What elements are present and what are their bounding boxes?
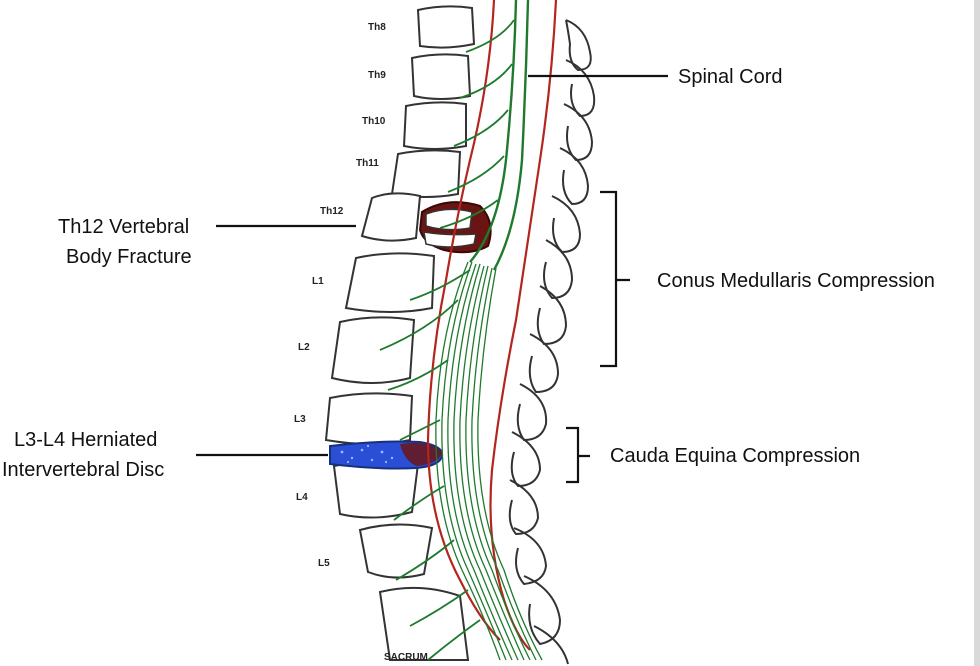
callout-disc-line2: Intervertebral Disc [2, 459, 164, 481]
callout-labels: Spinal Cord Th12 Vertebral Body Fracture… [2, 66, 935, 481]
vertebral-bodies [324, 5, 476, 661]
label-l3: L3 [294, 414, 306, 425]
label-th10: Th10 [362, 116, 386, 127]
right-edge-border [974, 0, 980, 666]
label-th9: Th9 [368, 70, 386, 81]
vertebra-l4 [332, 460, 420, 519]
vertebra-th11 [390, 149, 462, 198]
spinal-cord [469, 0, 530, 271]
cauda-equina [435, 261, 543, 661]
callout-fracture-line2: Body Fracture [66, 246, 192, 268]
callout-spinal-cord: Spinal Cord [678, 66, 783, 88]
label-l1: L1 [312, 276, 324, 287]
callout-cauda: Cauda Equina Compression [610, 445, 860, 467]
callout-lines [196, 74, 668, 484]
label-l2: L2 [298, 342, 310, 353]
vertebra-th8 [416, 5, 476, 49]
callout-fracture-line1: Th12 Vertebral [58, 216, 189, 238]
label-th8: Th8 [368, 22, 386, 33]
nerve-roots [379, 19, 515, 661]
vertebra-th9 [410, 53, 472, 100]
label-l4: L4 [296, 492, 308, 503]
label-th12: Th12 [320, 206, 344, 217]
herniated-disc [329, 440, 444, 470]
callout-conus: Conus Medullaris Compression [657, 270, 935, 292]
vertebra-l1 [344, 252, 436, 313]
vertebra-l5 [358, 523, 434, 579]
bracket-cauda [566, 426, 590, 484]
dura-mater [426, 0, 558, 651]
vertebra-l2 [330, 316, 416, 384]
label-sacrum: SACRUM [384, 652, 428, 663]
vertebra-th12 [360, 192, 422, 242]
bracket-conus [600, 190, 630, 368]
callout-disc-line1: L3-L4 Herniated [14, 429, 157, 451]
vertebra-labels: Th8 Th9 Th10 Th11 Th12 L1 L2 L3 L4 L5 SA… [294, 22, 428, 663]
vertebra-l3 [324, 392, 414, 445]
vertebra-th10 [402, 101, 467, 150]
label-th11: Th11 [356, 158, 379, 169]
posterior-elements [508, 19, 596, 665]
label-l5: L5 [318, 558, 330, 569]
